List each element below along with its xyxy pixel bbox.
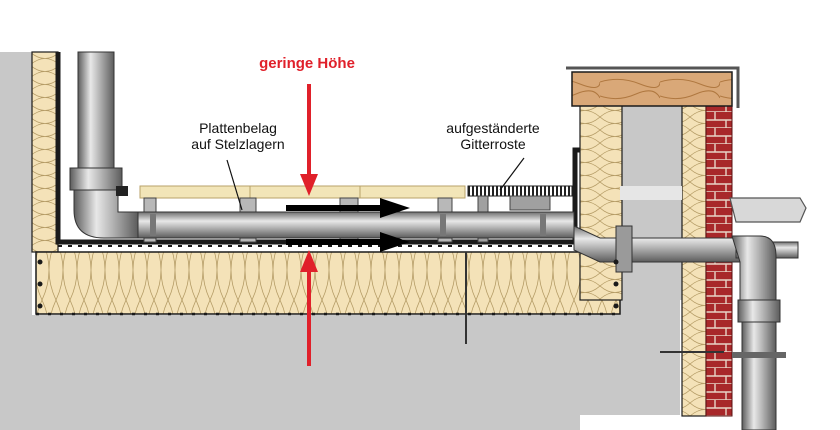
- leader-line-grating: [499, 157, 525, 191]
- horizontal-drain-pipe: [103, 211, 575, 239]
- grating: [467, 185, 573, 197]
- pipe-collar: [615, 225, 633, 273]
- wall-insulation-left: [31, 51, 59, 253]
- flow-arrows: [286, 198, 410, 252]
- arrow-up-icon: [300, 250, 318, 272]
- downpipe-socket: [737, 299, 781, 323]
- screws: [465, 252, 724, 353]
- leader-line-plates: [226, 159, 243, 211]
- vertical-vent-pipe: [77, 51, 115, 171]
- pipe-elbow: [73, 189, 139, 239]
- concrete-slab: [0, 315, 580, 430]
- downpipe-elbow: [731, 235, 777, 301]
- paving-slab-1: [139, 185, 251, 199]
- roof-drain-body: [69, 167, 123, 191]
- arrow-down-icon: [300, 174, 318, 196]
- arrow-right-icon: [380, 198, 410, 218]
- coping-flashing: [566, 66, 740, 108]
- parapet-insulation-inner: [579, 103, 623, 301]
- roof-insulation: [35, 251, 621, 315]
- exterior-sill: [729, 197, 807, 223]
- paving-slab-2: [249, 185, 361, 199]
- concrete-slab-edge: [580, 300, 680, 415]
- label-low-height: geringe Höhe: [259, 55, 355, 72]
- timber-coping: [571, 71, 733, 107]
- downpipe: [741, 321, 777, 430]
- through-opening: [620, 186, 682, 200]
- arrow-right-icon: [380, 232, 410, 252]
- label-gratings: aufgeständerte Gitterroste: [446, 120, 540, 152]
- height-indicator: [300, 84, 318, 366]
- paving-slab-3: [359, 185, 466, 199]
- label-paving-slabs: Plattenbelag auf Stelzlagern: [191, 120, 285, 152]
- fixing-dots: [37, 259, 619, 309]
